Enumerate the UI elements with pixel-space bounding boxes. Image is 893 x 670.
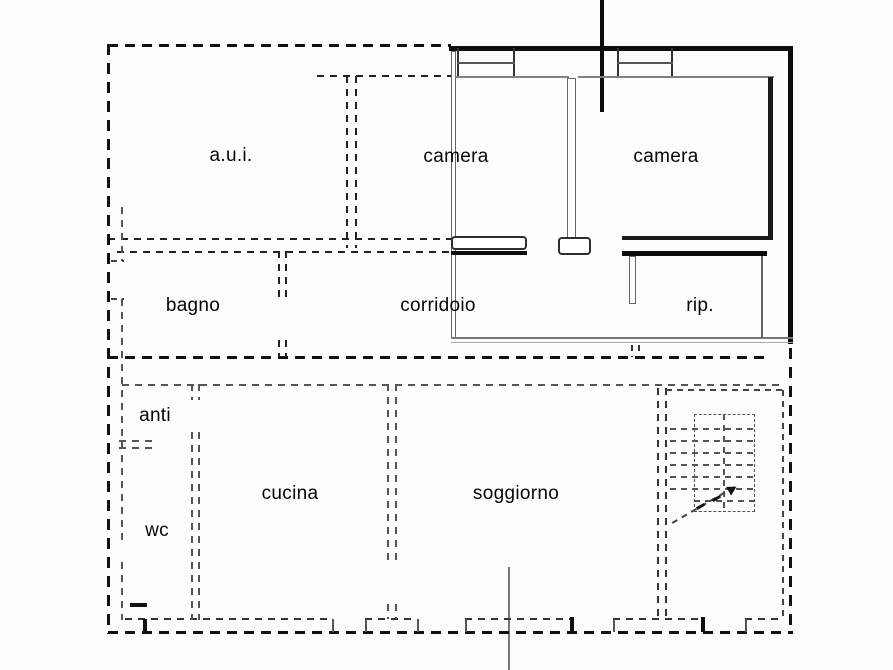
wall-camera-right-south	[622, 236, 773, 240]
stair-tread	[670, 476, 755, 478]
dashed-wall-cucina-sogg-b	[395, 384, 397, 565]
dashed-wall-bagno-corr-b2	[285, 340, 287, 357]
room-label-rip: rip.	[686, 295, 714, 316]
door-jamb-camere	[558, 237, 591, 255]
wall-between-camere	[567, 78, 576, 238]
dashed-wall-cucina-sogg-a2	[387, 604, 389, 619]
wall-bottom-gray	[451, 337, 793, 339]
dashed-wall-bagno-top-outer	[108, 238, 451, 240]
door-tick-bagno-a	[111, 260, 124, 262]
dashed-wall-bottom-inner	[465, 618, 571, 620]
dashed-wall-mid-south-inner	[122, 384, 783, 386]
dashed-wall-wc-cucina-b2	[198, 432, 200, 620]
door-jamb	[365, 619, 367, 632]
dashed-wall-wc-cucina-b	[198, 384, 200, 400]
wall-right	[788, 46, 793, 344]
dashed-wall-top-outer	[108, 44, 451, 47]
dashed-wall-wc-cucina-a2	[191, 432, 193, 620]
dashed-wall-sogg-stairs-a	[657, 388, 659, 619]
room-label-cucina: cucina	[261, 483, 319, 504]
room-label-corridoio: corridoio	[400, 295, 476, 316]
jamb-stub-rip-b	[638, 345, 640, 357]
dashed-wall-bottom-inner	[745, 618, 783, 620]
dashed-wall-left-outer	[107, 44, 110, 634]
dashed-wall-sogg-stairs-b	[665, 388, 667, 619]
wall-camera-left-south	[451, 236, 527, 250]
wall-rip-north	[622, 251, 767, 256]
door-tick-wc-bottom	[143, 619, 147, 633]
door-jamb	[417, 619, 419, 632]
door-jamb	[332, 619, 334, 632]
stair-tread	[670, 488, 755, 490]
stairwell-right	[782, 390, 784, 619]
dashed-wall-left-inner	[121, 562, 123, 620]
dashed-wall-anti-wc-b	[119, 447, 152, 449]
dashed-wall-mid-south-outer	[108, 356, 767, 359]
door-jamb	[613, 619, 615, 632]
dashed-wall-bottom-outer	[108, 631, 793, 634]
wall-inner-top-right	[578, 76, 774, 78]
stair-tread	[670, 452, 755, 454]
dashed-wall-bagno-corr-b	[285, 251, 287, 303]
dashed-wall-bottom-inner	[613, 618, 700, 620]
door-tick-wc	[130, 603, 147, 607]
wall-camera-right-east	[768, 77, 773, 240]
dashed-wall-bottom-inner	[365, 618, 417, 620]
dashed-wall-left-inner	[121, 207, 123, 261]
door-jamb-rip	[629, 256, 636, 304]
room-label-wc: wc	[145, 520, 169, 541]
door-tick-stairs	[701, 617, 705, 632]
stair-tread	[670, 464, 755, 466]
section-line-top	[600, 0, 604, 112]
dashed-wall-cucina-sogg-a	[387, 384, 389, 565]
door-jamb	[745, 619, 747, 632]
wall-rip-east	[761, 256, 763, 338]
dashed-wall-aui-camera-a	[346, 76, 348, 248]
dashed-wall-anti-wc-a	[119, 440, 152, 442]
room-label-anti: anti	[139, 405, 171, 426]
room-label-camera-left: camera	[423, 146, 489, 167]
window-2-sill	[617, 62, 673, 64]
stair-tread	[694, 500, 755, 502]
dashed-wall-aui-camera-b	[355, 76, 357, 248]
wall-bottom-gray-2	[451, 342, 793, 343]
stair-tread	[670, 428, 755, 430]
dashed-wall-cucina-sogg-b2	[395, 604, 397, 619]
dashed-wall-wc-cucina-a	[191, 384, 193, 400]
stairwell-top	[666, 389, 783, 391]
jamb-stub-rip-a	[631, 345, 633, 357]
door-jamb	[465, 619, 467, 632]
door-tick-soggiorno	[570, 617, 574, 632]
window-1-sill	[457, 62, 515, 64]
stair-box	[694, 414, 755, 512]
wall-inner-top-left	[455, 76, 569, 78]
room-label-aui: a.u.i.	[209, 145, 253, 166]
dashed-wall-bagno-corr-a	[278, 251, 280, 303]
dashed-wall-left-inner	[121, 299, 123, 544]
room-label-soggiorno: soggiorno	[472, 483, 560, 504]
dashed-wall-bagno-corr-a2	[278, 340, 280, 357]
room-label-camera-right: camera	[633, 146, 699, 167]
wall-camera-left-south-thick	[451, 251, 527, 255]
dashed-wall-right-outer	[789, 348, 792, 632]
stair-center-line	[723, 414, 725, 512]
room-label-bagno: bagno	[165, 295, 221, 316]
stair-tread	[670, 440, 755, 442]
dashed-wall-aui-inner-top	[317, 75, 451, 77]
door-tick-bagno-b	[111, 298, 124, 300]
dashed-wall-bagno-top-inner	[117, 251, 451, 253]
wall-top	[449, 46, 793, 51]
dashed-wall-bottom-inner	[125, 618, 332, 620]
